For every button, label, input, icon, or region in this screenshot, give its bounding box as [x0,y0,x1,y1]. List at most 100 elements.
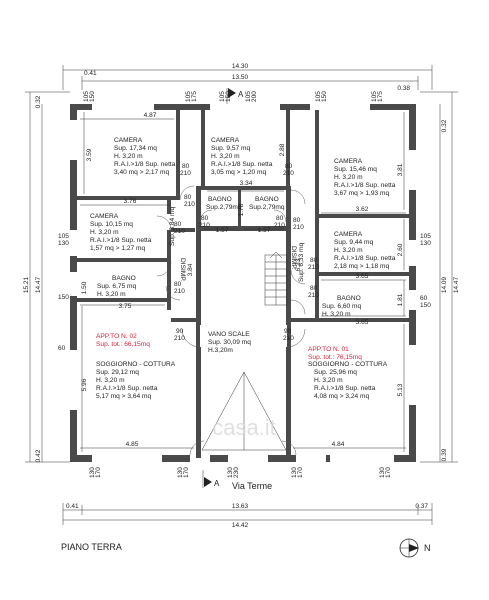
door-size-w: 80 [310,257,318,264]
window-size: 130 [58,240,69,247]
window-size: 230 [233,467,240,478]
north-label: N [424,543,431,553]
door-size-w: 80 [310,285,318,292]
room-rai: R.A.I.>1/8 Sup. netta [96,385,158,392]
room-camera4: CAMERA Sup. 10,15 mq H. 3,20 m R.A.I.>1/… [90,213,152,252]
room-height: H. 3,20 m [334,174,363,181]
door-size-h: 210 [174,335,185,342]
room-area: Sup. 3,84 mq [169,206,176,246]
section-marker-top: A [226,88,244,104]
window-size: 60 [420,295,428,302]
dim-top-overall: 14.30 [232,63,249,70]
staircase [201,251,288,451]
room-name: BAGNO [255,196,279,203]
room-name: BAGNO [337,295,361,302]
room-bagno4: BAGNO Sup. 6,60 mq H. 3,20 m [322,295,362,318]
section-letter: A [238,90,244,99]
window-size: 105 [58,233,69,240]
dim-right-mid-width: 3.65 [356,273,369,280]
apartment-2-area: Sup. tot.: 66,15mq [96,341,150,348]
window-size: 105 [315,91,322,102]
room-ratio: 3,67 mq > 1,93 mq [334,190,389,197]
apartment-1-area: Sup. tot.: 76,15mq [308,354,362,361]
room-disimp1: DISIMP. Sup. 3,84 mq [169,206,186,281]
room-height: H. 3,20 m [97,291,126,298]
dim-bagno-r-height: 1.81 [397,293,404,306]
dim-soggiorno-left-height: 5.96 [81,378,88,391]
dim-camera1-height: 3.59 [86,148,93,161]
door-size-w: 80 [293,217,301,224]
door-size-w: 80 [174,221,182,228]
door-size-h: 210 [283,335,294,342]
window-size: 130 [420,240,431,247]
dim-soggiorno-right-width: 4.84 [332,441,345,448]
room-soggiorno2: SOGGIORNO - COTTURA Sup. 25,96 mq H. 3,2… [308,361,388,400]
window-size: 150 [321,91,328,102]
room-ratio: 2,18 mq > 1,18 mq [334,263,389,270]
north-arrow-icon [399,538,419,558]
room-area: Sup. 6,60 mq [322,303,362,310]
room-ratio: 1,57 mq > 1,27 mq [90,245,145,252]
room-ratio: 5,17 mq > 3,64 mq [96,393,151,400]
room-area: Sup. 6,75 mq [97,283,137,290]
dim-bagno-left-height: 1.50 [81,281,88,294]
window-size: 170 [385,467,392,478]
room-height: H. 3,20 m [322,311,351,318]
dim-top-inner: 13.50 [232,74,249,81]
room-ratio: 3,05 mq > 1,20 mq [211,169,266,176]
window-size: 170 [183,467,190,478]
window-size: 175 [377,91,384,102]
room-disimp2: DISIMP. Sup. 6,33 mq [290,242,305,282]
room-rai: R.A.I.>1/8 Sup. netta [334,255,396,262]
dim-bagno-b-width: 1.57 [258,227,271,234]
dim-bagno-left-width: 3.75 [119,303,132,310]
door-size-w: 90 [284,328,292,335]
window-size: 130 [89,467,96,478]
room-camera3: CAMERA Sup. 15,46 mq H. 3,20 m R.A.I.>1/… [334,158,396,197]
dim-left-top: 0.32 [35,95,42,108]
window-size: 170 [95,467,102,478]
dim-camera-r-width: 3.62 [356,206,369,213]
room-name: SOGGIORNO - COTTURA [308,361,388,368]
room-rai: R.A.I.>1/8 Sup. netta [314,385,376,392]
window-size: 150 [58,294,69,301]
room-camera1: CAMERA Sup. 17,34 mq H. 3,20 m R.A.I.>1/… [114,137,176,176]
room-bagno1: BAGNO Sup. 6,75 mq H. 3,20 m [97,275,137,298]
window-size: 150 [89,91,96,102]
room-rai: R.A.I.>1/8 Sup. netta [90,237,152,244]
room-height: H.3,20m [208,347,233,354]
door-size-w: 80 [201,215,209,222]
watermark-logo: casa.it [212,415,276,440]
interior-dimension-lines [80,112,406,452]
room-height: H. 3,20 m [90,229,119,236]
dim-left-overall: 15.21 [23,276,30,293]
dim-right-bagno-width: 3.65 [356,319,369,326]
room-name: CAMERA [114,137,143,144]
window-size: 105 [219,91,226,102]
door-size-w: 80 [184,194,192,201]
room-camera2: CAMERA Sup. 9,57 mq H. 3,20 m R.A.I.>1/8… [211,137,273,176]
room-name: CAMERA [211,137,240,144]
dim-bottom-overall: 14.42 [232,522,249,529]
room-name: BAGNO [112,275,136,282]
window-size: 130 [291,467,298,478]
door-size-w: 80 [285,163,293,170]
dim-camera-mid-width: 3.34 [240,180,253,187]
dim-right-top: 0.32 [441,119,448,132]
room-area: Sup. 30,09 mq [208,339,251,346]
door-size-h: 210 [308,264,319,271]
door-size-h: 210 [174,288,185,295]
room-ratio: 3,40 mq > 2,17 mq [114,169,169,176]
dim-camera-mid-height: 2.88 [279,143,286,156]
dimension-lines [25,65,458,525]
dim-bagno-mid-height: 1.78 [238,203,245,216]
room-height: H. 3,20 m [211,153,240,160]
room-name: DISIMP. [290,246,297,270]
opening-sizes: 80 210 80 210 80 210 80 210 80 210 80 21… [58,91,431,478]
street-label: Via Terme [232,481,272,491]
section-letter: A [214,479,220,488]
room-area: Sup. 15,46 mq [334,166,377,173]
window-size: 170 [297,467,304,478]
window-size: 105 [83,91,90,102]
